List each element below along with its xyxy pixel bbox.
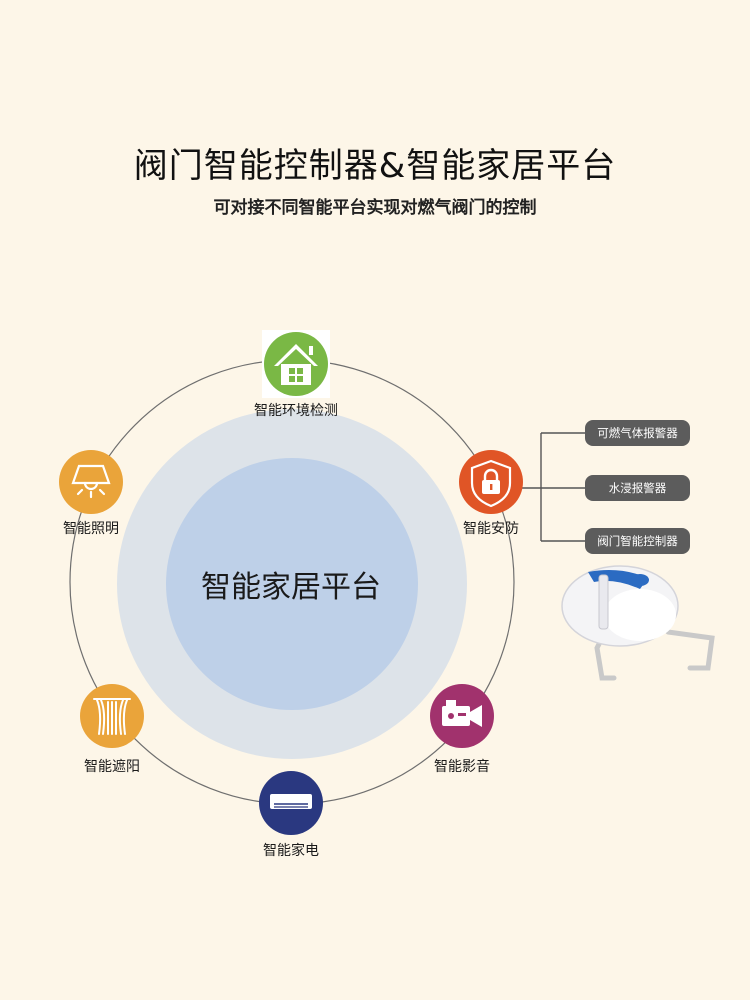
security-label: 智能安防: [463, 521, 519, 537]
env-label: 智能环境检测: [254, 403, 338, 419]
platform-disc: [166, 458, 418, 710]
appliance-label: 智能家电: [263, 843, 319, 859]
video-camera-icon: [442, 700, 482, 727]
page-title: 阀门智能控制器&智能家居平台: [133, 146, 617, 186]
page-subtitle: 可对接不同智能平台实现对燃气阀门的控制: [213, 198, 537, 218]
shade-node: [80, 684, 144, 748]
lighting-node: [59, 450, 123, 514]
curtain-icon: [93, 698, 131, 735]
appliance-node: [259, 771, 323, 835]
platform-label: 智能家居平台: [201, 570, 381, 605]
valve-controller-image: [561, 565, 715, 681]
ceiling-lamp-icon: [71, 464, 111, 499]
security-node: [459, 450, 523, 514]
av-label: 智能影音: [434, 759, 490, 775]
lighting-label: 智能照明: [63, 521, 119, 537]
lock-shield-icon: [470, 459, 512, 508]
device-pill-valve-controller: 阀门智能控制器: [585, 528, 690, 554]
device-pill-gas-alarm: 可燃气体报警器: [585, 420, 690, 446]
house-icon: [274, 344, 318, 385]
device-pill-water-alarm: 水浸报警器: [585, 475, 690, 501]
air-conditioner-icon: [270, 794, 312, 809]
av-node: [430, 684, 494, 748]
env-node: [262, 330, 330, 398]
shade-label: 智能遮阳: [84, 759, 140, 775]
security-connector: [522, 432, 586, 542]
